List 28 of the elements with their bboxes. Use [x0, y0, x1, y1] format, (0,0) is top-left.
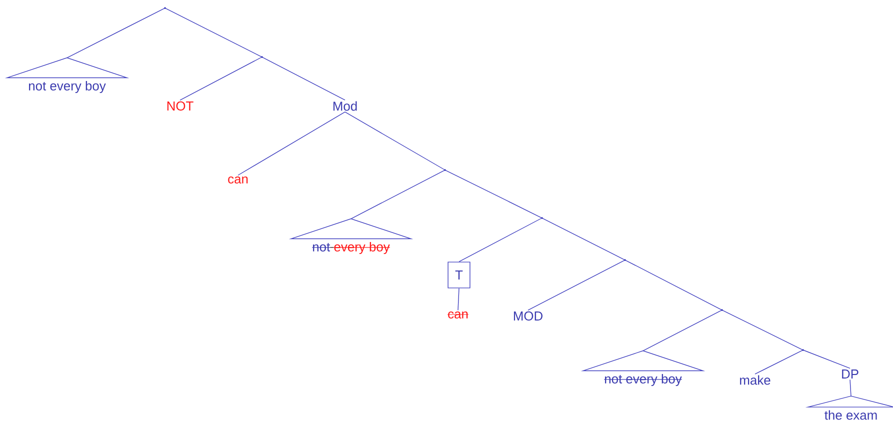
- tree-label: DP: [842, 370, 858, 378]
- tree-branch: [344, 112, 446, 170]
- tree-branch: [642, 310, 722, 352]
- tree-label: NOT: [167, 101, 194, 111]
- tree-label: MOD: [514, 311, 542, 321]
- tree-branch: [802, 350, 850, 369]
- tree-branch: [238, 112, 346, 176]
- tree-branch: [180, 56, 262, 101]
- tree-label: make: [740, 375, 770, 385]
- tree-branch: [722, 310, 804, 350]
- tree-label: Mod: [333, 101, 357, 111]
- tree-branch: [542, 218, 626, 260]
- tree-branch: [66, 8, 166, 58]
- tree-branch: [164, 8, 262, 58]
- tree-branch: [624, 260, 722, 310]
- tree-branch: [350, 170, 446, 220]
- tree-branch: [850, 379, 852, 396]
- tree-label: can: [228, 176, 248, 184]
- tree-branch: [754, 350, 804, 374]
- tree-branch: [528, 260, 626, 311]
- tree-label: can: [447, 311, 469, 319]
- tree-branch: [262, 56, 346, 100]
- tree-branch: [458, 218, 542, 262]
- tree-branch: [444, 170, 542, 218]
- node-label: the exam: [824, 410, 877, 420]
- boxed-label: T: [448, 262, 470, 288]
- node-label: not every boy: [28, 80, 106, 94]
- tree-branch: [458, 288, 460, 311]
